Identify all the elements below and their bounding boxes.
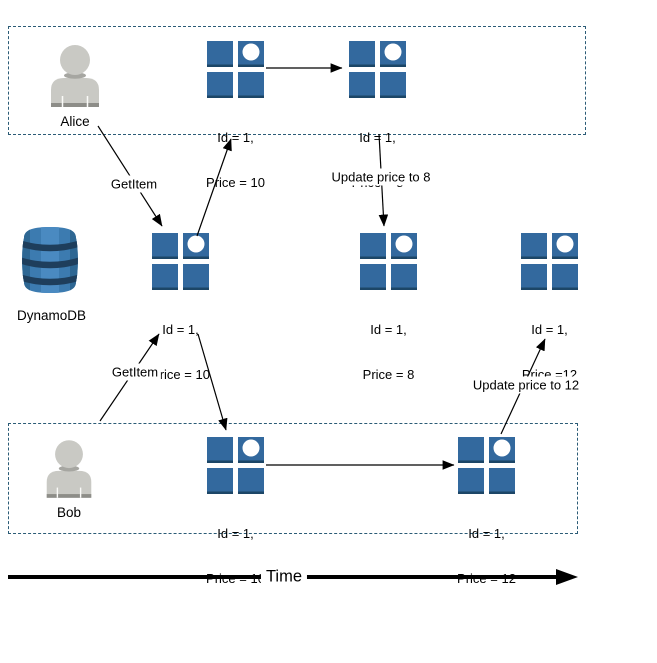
time-label: Time (260, 567, 308, 587)
item-icon (207, 41, 264, 98)
dynamodb-node: DynamoDB (17, 225, 87, 323)
item-label: Id = 1, Price = 10 (206, 100, 265, 220)
item-label: Id = 1, Price = 10 (206, 496, 265, 616)
item-label: Id = 1, Price = 12 (457, 496, 516, 616)
actor-bob: Bob (43, 440, 95, 520)
item-icon (349, 41, 406, 98)
item-label: Id = 1, Price = 8 (352, 100, 404, 220)
person-icon (47, 45, 103, 107)
update-price-12-label: Update price to 12 (469, 376, 583, 394)
dynamodb-label: DynamoDB (17, 308, 87, 323)
item-bob-price-10: Id = 1, Price = 10 (206, 437, 265, 586)
item-label: Id = 1, Price = 8 (363, 292, 415, 412)
item-db-price-12: Id = 1, Price =12 (521, 233, 578, 382)
item-bob-price-12: Id = 1, Price = 12 (457, 437, 516, 586)
item-alice-price-10: Id = 1, Price = 10 (206, 41, 265, 190)
item-icon (521, 233, 578, 290)
item-id: Id = 1, (531, 322, 568, 337)
item-icon (152, 233, 209, 290)
item-id: Id = 1, (468, 526, 505, 541)
item-price: Price = 10 (206, 175, 265, 190)
actor-bob-label: Bob (56, 505, 82, 520)
item-alice-price-8: Id = 1, Price = 8 (349, 41, 406, 190)
item-db-price-10: Id = 1, Price = 10 (151, 233, 210, 382)
bob-lane-box (8, 423, 578, 534)
time-arrowhead-icon (556, 569, 578, 585)
item-icon (207, 437, 264, 494)
item-id: Id = 1, (217, 130, 254, 145)
actor-alice: Alice (47, 45, 103, 129)
item-icon (458, 437, 515, 494)
dynamodb-icon (17, 225, 83, 295)
item-price: Price = 12 (457, 571, 516, 586)
update-price-8-label: Update price to 8 (328, 168, 434, 186)
item-id: Id = 1, (217, 526, 254, 541)
item-icon (360, 233, 417, 290)
item-id: Id = 1, (359, 130, 396, 145)
alice-lane-box (8, 26, 586, 135)
item-id: Id = 1, (370, 322, 407, 337)
item-label: Id = 1, Price =12 (522, 292, 577, 412)
item-id: Id = 1, (162, 322, 199, 337)
actor-alice-label: Alice (60, 114, 90, 129)
getitem-bob-label: GetItem (108, 363, 162, 381)
item-price: Price = 10 (206, 571, 265, 586)
getitem-alice-label: GetItem (107, 175, 161, 193)
item-label: Id = 1, Price = 10 (151, 292, 210, 412)
item-db-price-8: Id = 1, Price = 8 (360, 233, 417, 382)
item-price: Price = 8 (362, 367, 415, 382)
person-icon (43, 440, 95, 498)
